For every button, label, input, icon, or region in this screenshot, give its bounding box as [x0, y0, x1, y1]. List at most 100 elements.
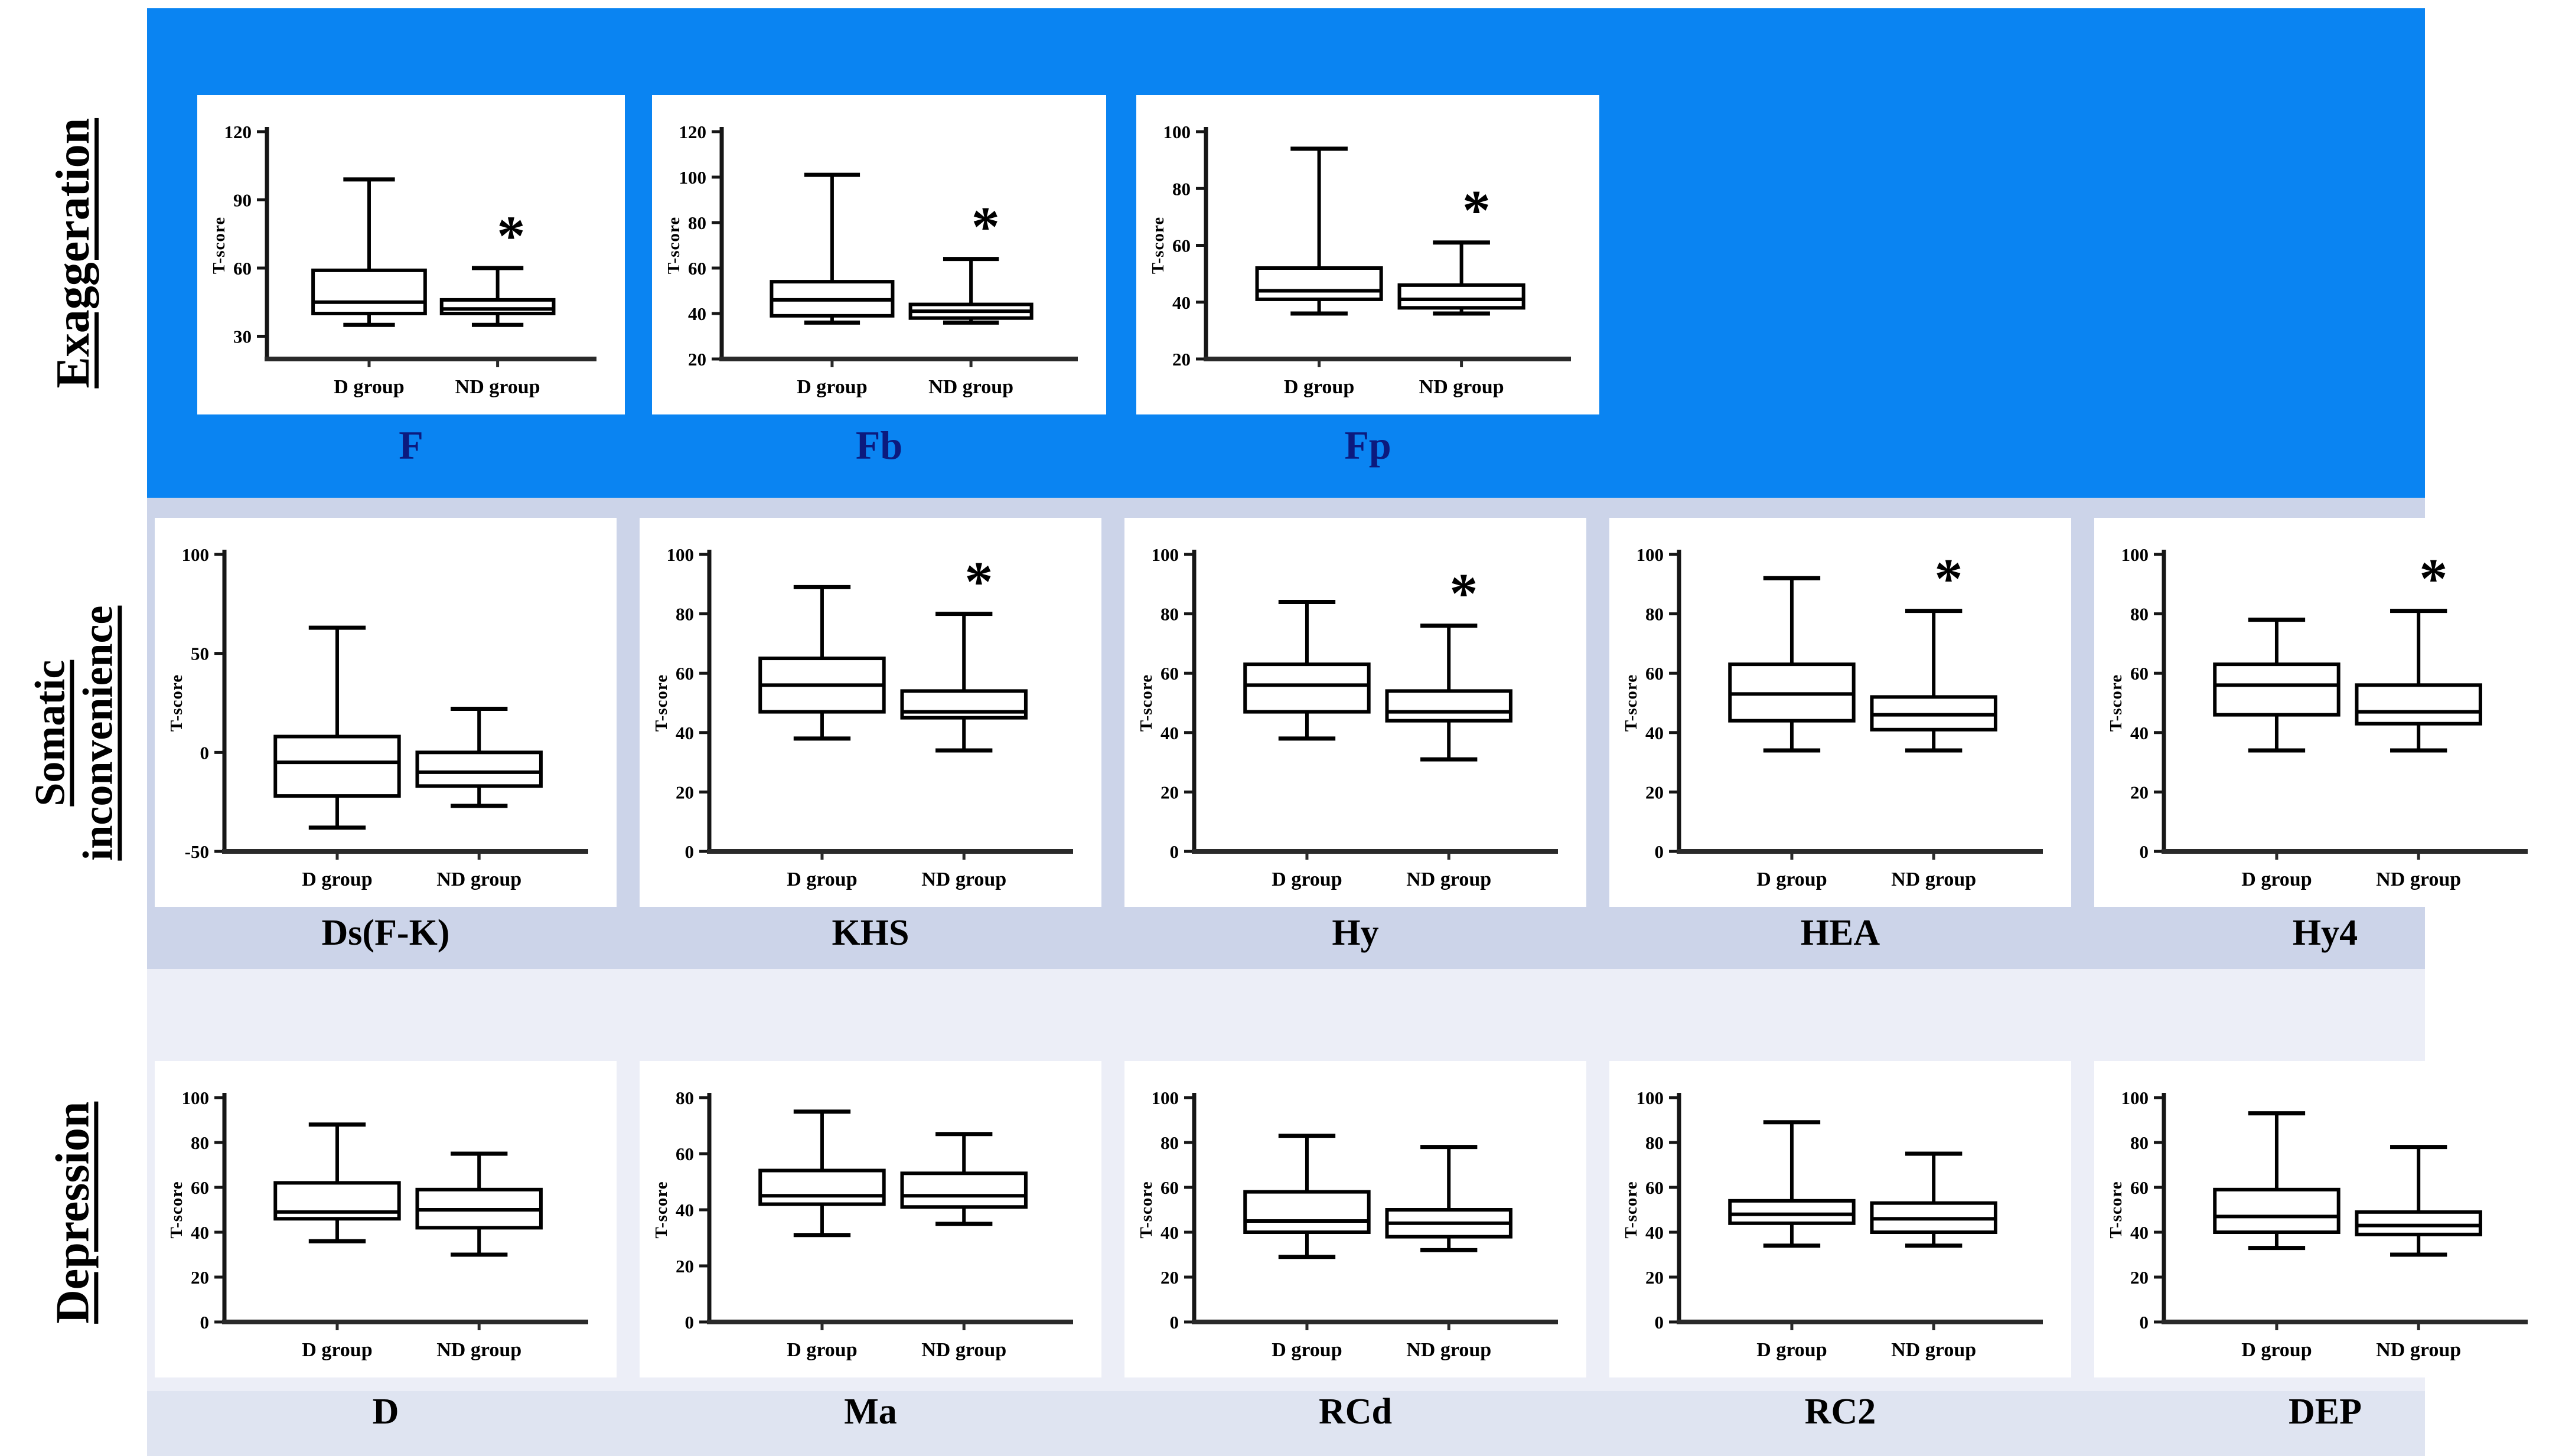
svg-text:100: 100: [1637, 1088, 1664, 1108]
svg-text:100: 100: [1637, 544, 1664, 565]
svg-text:0: 0: [1655, 841, 1664, 862]
svg-text:D group: D group: [334, 376, 404, 398]
svg-text:40: 40: [1645, 1222, 1664, 1243]
svg-text:ND group: ND group: [921, 1339, 1006, 1361]
svg-text:D group: D group: [2241, 1339, 2312, 1361]
svg-text:20: 20: [1172, 349, 1191, 370]
svg-text:20: 20: [2130, 1267, 2149, 1288]
row-label-line: inconvenience: [73, 606, 121, 861]
svg-text:T-score: T-score: [664, 217, 683, 274]
svg-text:0: 0: [685, 841, 695, 862]
svg-text:60: 60: [1172, 236, 1191, 256]
svg-text:100: 100: [2121, 1088, 2149, 1108]
svg-text:0: 0: [1170, 841, 1179, 862]
svg-text:0: 0: [685, 1312, 695, 1333]
svg-text:*: *: [964, 550, 993, 613]
svg-text:D group: D group: [302, 1339, 372, 1361]
svg-text:-50: -50: [185, 841, 209, 862]
bottom-label-strip: [147, 1391, 2425, 1456]
svg-text:80: 80: [1645, 604, 1664, 625]
svg-text:60: 60: [1645, 663, 1664, 684]
svg-text:60: 60: [2130, 663, 2149, 684]
svg-text:ND group: ND group: [1891, 1339, 1976, 1361]
row-label-exaggeration: Exaggeration: [0, 8, 147, 498]
svg-text:0: 0: [2140, 1312, 2149, 1333]
svg-text:T-score: T-score: [2107, 674, 2126, 732]
chart-title-HEA: HEA: [1800, 913, 1880, 953]
chart-title-RC2: RC2: [1804, 1392, 1876, 1432]
row-label-line: Somatic: [25, 660, 73, 807]
row-label-text: Exaggeration: [47, 118, 100, 389]
svg-text:60: 60: [676, 1144, 694, 1164]
svg-text:20: 20: [688, 349, 706, 370]
svg-text:ND group: ND group: [1406, 1339, 1491, 1361]
svg-text:20: 20: [2130, 782, 2149, 802]
svg-text:ND group: ND group: [455, 376, 540, 398]
svg-text:0: 0: [1655, 1312, 1664, 1333]
svg-text:80: 80: [2130, 1132, 2149, 1153]
svg-text:100: 100: [182, 544, 210, 565]
svg-text:80: 80: [676, 1088, 694, 1108]
svg-text:D group: D group: [787, 869, 857, 890]
chart-title-Hy4: Hy4: [2292, 913, 2358, 953]
svg-text:40: 40: [2130, 1222, 2149, 1243]
svg-text:ND group: ND group: [2376, 1339, 2461, 1361]
svg-text:60: 60: [2130, 1177, 2149, 1198]
svg-text:100: 100: [1152, 544, 1179, 565]
chart-title-Fb: Fb: [855, 423, 903, 468]
svg-text:D group: D group: [1272, 869, 1342, 890]
svg-text:60: 60: [1161, 663, 1179, 684]
svg-text:30: 30: [233, 327, 252, 347]
chart-title-D: D: [372, 1392, 399, 1432]
chart-title-F: F: [399, 423, 423, 468]
svg-text:60: 60: [676, 663, 694, 684]
svg-text:ND group: ND group: [1419, 376, 1504, 398]
svg-text:40: 40: [1161, 723, 1179, 743]
svg-text:20: 20: [676, 782, 694, 802]
svg-text:*: *: [497, 204, 525, 267]
row-label-line: Exaggeration: [47, 117, 99, 389]
svg-text:20: 20: [1161, 1267, 1179, 1288]
svg-text:40: 40: [688, 303, 706, 324]
chart-title-DEP: DEP: [2289, 1392, 2362, 1432]
svg-text:100: 100: [667, 544, 695, 565]
svg-text:*: *: [972, 195, 1000, 259]
svg-text:D group: D group: [797, 376, 867, 398]
svg-text:100: 100: [2121, 544, 2149, 565]
svg-text:40: 40: [2130, 723, 2149, 743]
svg-text:T-score: T-score: [167, 674, 186, 732]
svg-text:120: 120: [679, 122, 707, 142]
svg-text:60: 60: [1161, 1177, 1179, 1198]
svg-text:60: 60: [191, 1177, 209, 1198]
svg-text:80: 80: [1172, 178, 1191, 199]
svg-text:*: *: [1449, 562, 1478, 625]
svg-text:40: 40: [676, 1200, 694, 1220]
svg-text:80: 80: [2130, 604, 2149, 625]
svg-text:40: 40: [676, 723, 694, 743]
chart-title-Ma: Ma: [844, 1392, 897, 1432]
chart-title-KHS: KHS: [832, 913, 910, 953]
svg-text:T-score: T-score: [1149, 217, 1168, 274]
svg-text:T-score: T-score: [652, 674, 671, 732]
svg-text:60: 60: [688, 258, 706, 279]
svg-text:ND group: ND group: [436, 869, 521, 890]
svg-text:80: 80: [1645, 1132, 1664, 1153]
svg-text:20: 20: [1161, 782, 1179, 802]
svg-text:T-score: T-score: [1622, 674, 1641, 732]
chart-title-RCd: RCd: [1318, 1392, 1393, 1432]
chart-title-Fp: Fp: [1344, 423, 1391, 468]
row-label-text: Depression: [47, 1101, 100, 1323]
